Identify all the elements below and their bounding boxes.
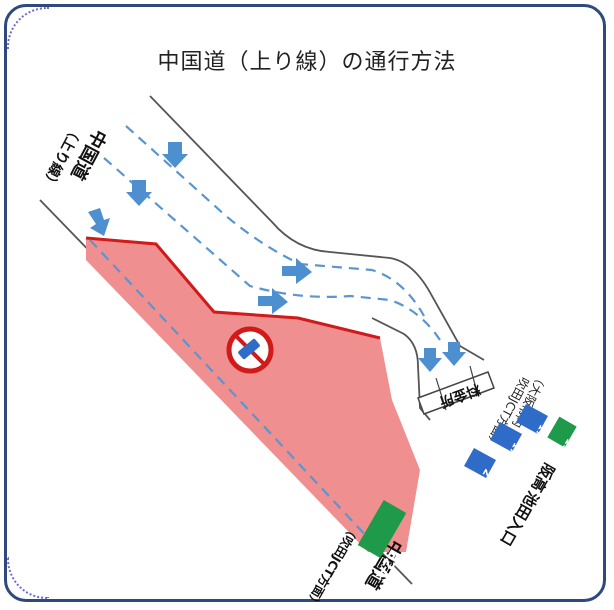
diagram-frame — [4, 4, 606, 602]
arrow-icon — [418, 348, 442, 372]
route-sign-11: 11 — [547, 416, 577, 454]
arrow-icon — [88, 208, 110, 236]
lane-dash-1 — [103, 157, 441, 341]
closed-section — [86, 238, 420, 552]
arrow-icon — [258, 288, 288, 314]
exit-prefix-label: 阪高 — [528, 460, 559, 495]
arrow-icon — [162, 142, 188, 168]
lane-dash-3 — [89, 239, 371, 541]
route-sign-2: 2 — [464, 448, 496, 480]
closed-section-edge — [85, 236, 381, 340]
arrow-icon — [282, 258, 312, 284]
ramp-edge — [371, 317, 431, 421]
diagram-title: 中国道（上り線）の通行方法 — [157, 50, 457, 75]
road-edge-outer — [149, 95, 485, 361]
no-entry-icon — [226, 326, 274, 374]
arrow-icon — [442, 342, 466, 366]
flow-arrows — [88, 142, 466, 372]
closed-road-direction-label: （吹田JCT方面） — [303, 523, 363, 610]
arrow-icon — [126, 180, 152, 206]
toll-gate — [417, 365, 495, 415]
exit-name-label: 池田入口 — [497, 488, 543, 549]
